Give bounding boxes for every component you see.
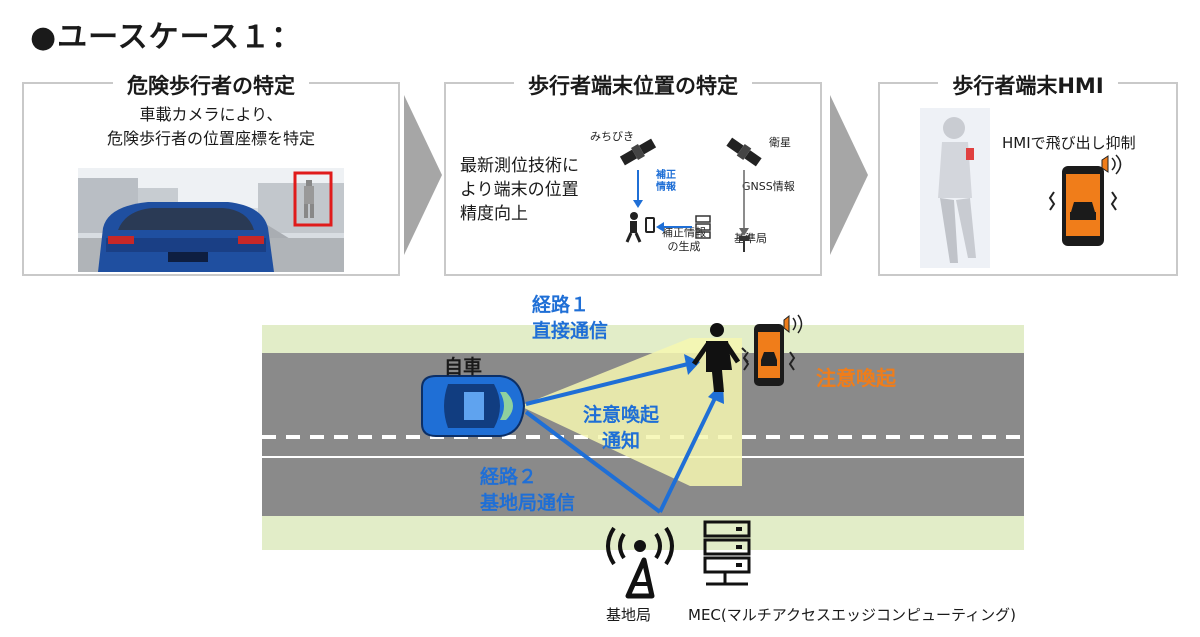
flow-arrow-2 — [830, 95, 868, 255]
correction-generation-label: 補正情報の生成 — [662, 226, 706, 253]
own-car-icon — [421, 375, 526, 437]
panel-dangerous-pedestrian: 危険歩行者の特定 車載カメラにより、 危険歩行者の位置座標を特定 — [22, 74, 400, 276]
panel1-heading: 危険歩行者の特定 — [113, 74, 309, 98]
hmi-caption: HMIで飛び出し抑制 — [1002, 134, 1136, 152]
panel1-line2: 危険歩行者の位置座標を特定 — [106, 129, 315, 148]
correction-label: 補正情報 — [656, 170, 676, 193]
detection-box — [293, 171, 333, 227]
satellite-label: 衛星 — [769, 136, 791, 149]
panel2-heading: 歩行者端末位置の特定 — [514, 74, 752, 98]
mec-label: MEC(マルチアクセスエッジコンピューティング) — [688, 606, 1016, 624]
flow-arrow-1 — [404, 95, 442, 255]
mec-server-icon — [703, 520, 751, 586]
sensor-range — [520, 338, 742, 486]
panel-terminal-position: 歩行者端末位置の特定 最新測位技術に より端末の位置 精度向上 みちびき 衛星 … — [444, 74, 822, 276]
base-station-icon — [606, 526, 674, 599]
satellite-icon — [726, 137, 762, 167]
walking-person-illustration — [920, 108, 990, 268]
sidewalk-top — [262, 325, 1024, 353]
michibiki-label: みちびき — [590, 130, 634, 143]
hmi-phone-icon — [1048, 154, 1122, 246]
pedestrian-phone-icon — [625, 212, 655, 243]
own-car-label: 自車 — [444, 356, 483, 378]
alert-notification-label: 注意喚起通知 — [583, 404, 660, 452]
positioning-diagram — [619, 137, 762, 252]
reference-station-label: 基準局 — [734, 232, 767, 245]
camera-image — [78, 168, 344, 272]
alert-phone-icon — [742, 314, 803, 386]
panel2-line1: 最新測位技術に — [460, 156, 579, 176]
page-title: ●ユースケース１： — [30, 20, 303, 55]
warning-label: 注意喚起 — [816, 366, 896, 390]
base-station-label: 基地局 — [606, 606, 652, 624]
gnss-label: GNSS情報 — [742, 180, 795, 193]
correction-server-icon — [695, 215, 711, 239]
panel3-heading: 歩行者端末HMI — [938, 74, 1118, 98]
panel1-line1: 車載カメラにより、 — [139, 105, 283, 124]
panel2-line3: 精度向上 — [460, 204, 528, 224]
panel2-line2: より端末の位置 — [460, 180, 579, 200]
satellite-michibiki-icon — [619, 138, 657, 166]
panel-terminal-hmi: 歩行者端末HMI HMIで飛び出し抑制 — [878, 74, 1178, 276]
reference-antenna-icon — [739, 236, 749, 252]
pedestrian-icon — [691, 323, 749, 392]
